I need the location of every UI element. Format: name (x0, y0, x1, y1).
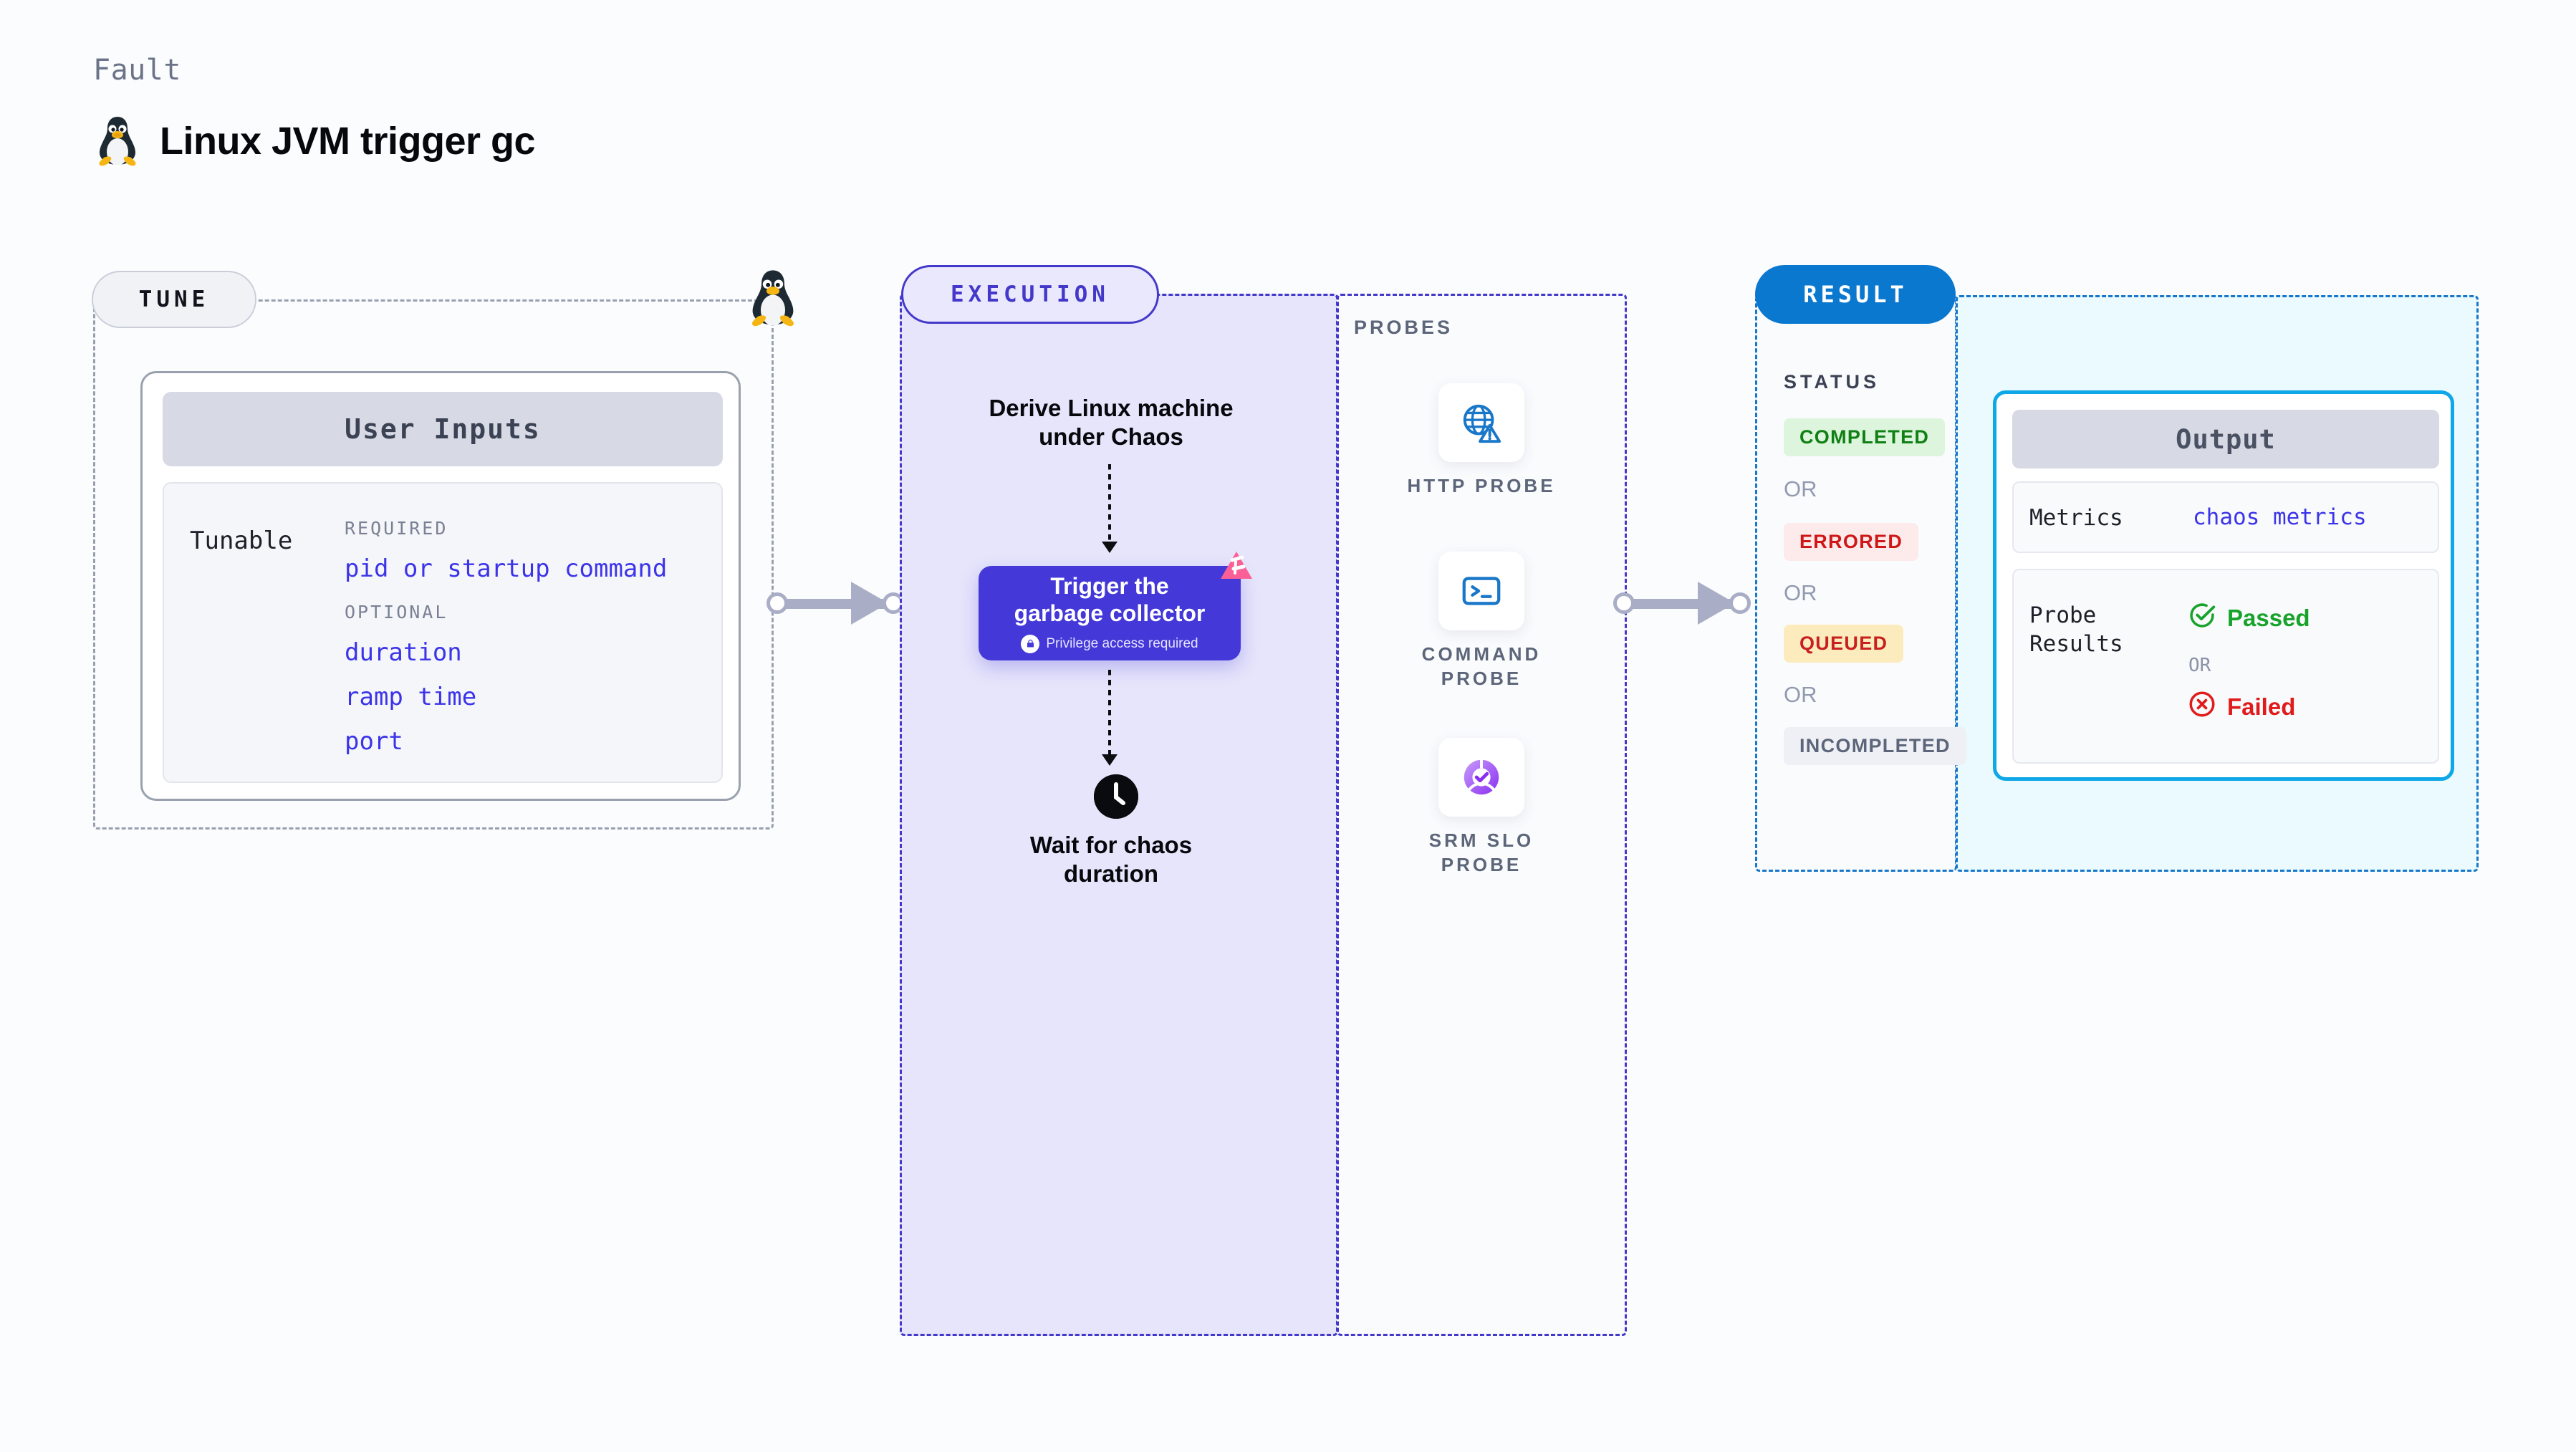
status-or-3: OR (1784, 682, 1817, 707)
output-card: Output Metrics chaos metrics Probe Resul… (1993, 390, 2454, 781)
page-header: Linux JVM trigger gc (95, 115, 536, 168)
connector-execution-to-result (1613, 582, 1751, 625)
probe-command-label: COMMAND PROBE (1421, 643, 1542, 690)
metrics-key: Metrics (2029, 505, 2123, 531)
globe-warning-icon (1438, 383, 1524, 462)
probe-result-or: OR (2188, 655, 2211, 676)
flow-arrow-2 (1102, 754, 1118, 766)
tunable-list: REQUIRED pid or startup command OPTIONAL… (345, 518, 703, 756)
output-card-title: Output (2012, 410, 2439, 468)
probe-http-label: HTTP PROBE (1407, 475, 1556, 496)
check-circle-icon (2188, 602, 2216, 635)
tune-edge-penguin-icon (747, 268, 799, 332)
execution-action-node[interactable]: Trigger the garbage collector Privilege … (979, 552, 1252, 660)
output-metrics-row: Metrics chaos metrics (2012, 481, 2439, 553)
user-inputs-card: User Inputs Tunable REQUIRED pid or star… (140, 371, 741, 801)
chaos-triangle-icon (1216, 547, 1256, 591)
optional-label: OPTIONAL (345, 602, 448, 622)
tune-panel (93, 299, 774, 830)
probes-section-label: PROBES (1354, 317, 1453, 338)
linux-penguin-icon (95, 115, 140, 168)
probe-result-passed-label: Passed (2227, 605, 2310, 631)
page-title: Linux JVM trigger gc (160, 120, 536, 163)
result-status-panel (1755, 295, 1957, 872)
tunable-item-ramp-time[interactable]: ramp time (345, 683, 477, 711)
slo-donut-check-icon (1438, 738, 1524, 817)
clock-icon (1094, 774, 1138, 819)
probe-http[interactable]: HTTP PROBE (1403, 383, 1560, 498)
output-probe-results-row: Probe Results Passed OR (2012, 569, 2439, 764)
status-badge-errored: ERRORED (1784, 523, 1919, 561)
page-kicker: Fault (93, 54, 181, 87)
tunable-item-port[interactable]: port (345, 727, 403, 756)
status-badge-incompleted: INCOMPLETED (1784, 727, 1966, 765)
tunable-item-pid[interactable]: pid or startup command (345, 554, 668, 583)
status-badge-queued: QUEUED (1784, 625, 1904, 663)
user-inputs-title: User Inputs (163, 392, 723, 466)
probe-results-key: Probe Results (2029, 602, 2123, 657)
execution-action-title: Trigger the garbage collector (1014, 573, 1206, 626)
probe-command[interactable]: COMMAND PROBE (1403, 552, 1560, 691)
status-badge-completed: COMPLETED (1784, 418, 1946, 456)
tunable-label: Tunable (190, 527, 293, 555)
probe-srm-slo-label: SRM SLO PROBE (1428, 830, 1534, 876)
tunable-item-duration[interactable]: duration (345, 638, 462, 667)
status-section-label: STATUS (1784, 371, 1880, 393)
flow-line-2 (1108, 670, 1111, 757)
required-label: REQUIRED (345, 518, 448, 539)
lock-icon (1021, 634, 1040, 653)
result-pill[interactable]: RESULT (1755, 265, 1956, 324)
probe-srm-slo[interactable]: SRM SLO PROBE (1403, 738, 1560, 878)
probe-result-failed-label: Failed (2227, 693, 2296, 720)
tune-pill[interactable]: TUNE (92, 271, 256, 328)
connector-tune-to-execution (766, 582, 904, 625)
probe-result-failed: Failed (2188, 691, 2295, 723)
execution-step-wait: Wait for chaos duration (1029, 832, 1193, 888)
status-or-1: OR (1784, 476, 1817, 501)
tunable-section: Tunable REQUIRED pid or startup command … (163, 482, 723, 783)
probe-result-passed: Passed (2188, 602, 2310, 635)
flow-line-1 (1108, 464, 1111, 543)
execution-pill[interactable]: EXECUTION (901, 265, 1159, 324)
terminal-icon (1438, 552, 1524, 630)
flow-arrow-1 (1102, 542, 1118, 553)
metrics-value[interactable]: chaos metrics (2193, 504, 2367, 530)
status-or-2: OR (1784, 580, 1817, 605)
x-circle-icon (2188, 691, 2216, 723)
privilege-note-text: Privilege access required (1046, 635, 1198, 651)
execution-step-derive: Derive Linux machine under Chaos (989, 395, 1234, 451)
privilege-note: Privilege access required (1021, 634, 1198, 653)
